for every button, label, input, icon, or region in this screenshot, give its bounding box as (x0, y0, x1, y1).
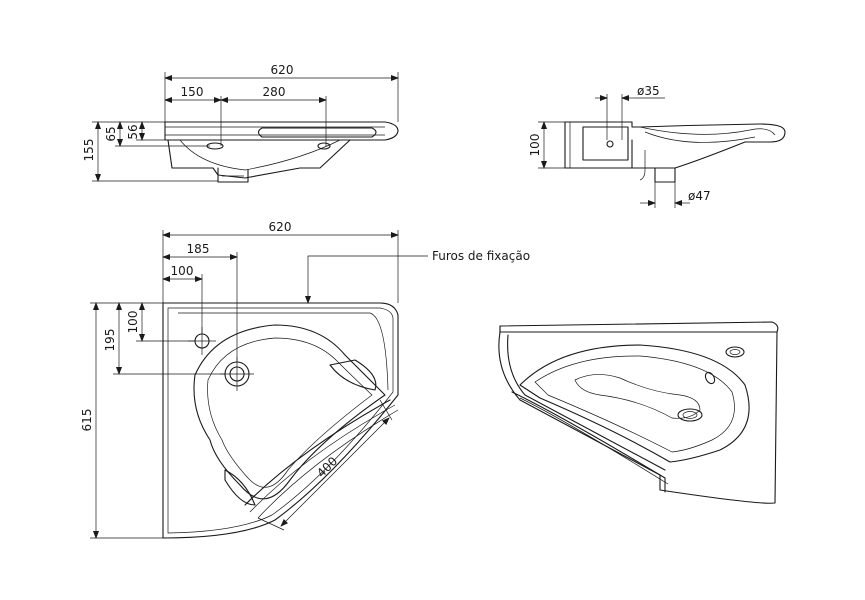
side-view: ø35 100 ø47 (528, 84, 786, 208)
plan-view: 620 185 100 Furos de fixação 615 195 100… (80, 220, 530, 539)
dim-plan-615: 615 (80, 409, 94, 432)
dim-150: 150 (181, 85, 204, 99)
dim-plan-195: 195 (103, 329, 117, 352)
dim-top-width: 620 (271, 63, 294, 77)
dim-side-47: ø47 (688, 189, 711, 203)
dim-side-100: 100 (528, 134, 542, 157)
dim-side-35: ø35 (637, 84, 660, 98)
fixing-holes-label: Furos de fixação (432, 249, 530, 263)
dim-plan-width: 620 (269, 220, 292, 234)
isometric-view (498, 321, 779, 504)
dim-280: 280 (263, 85, 286, 99)
dim-plan-185: 185 (187, 242, 210, 256)
dim-155: 155 (82, 139, 96, 162)
dim-plan-100h: 100 (171, 264, 194, 278)
dim-plan-100v: 100 (126, 311, 140, 334)
dim-65: 65 (104, 126, 118, 141)
dim-56: 56 (126, 124, 140, 139)
front-view: 620 150 280 155 65 56 (82, 63, 399, 183)
